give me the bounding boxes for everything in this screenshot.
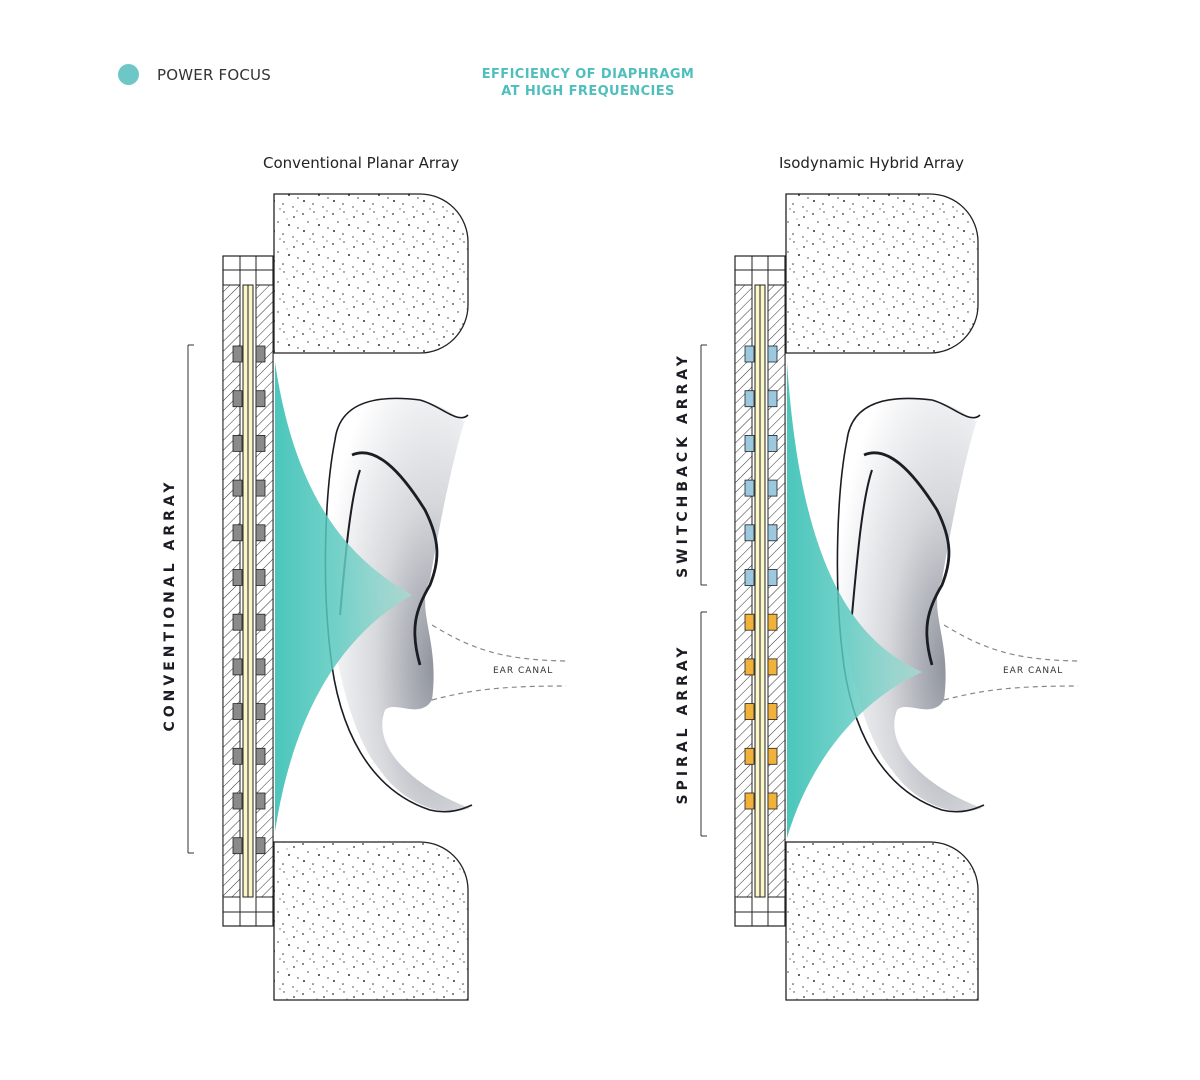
switchback-magnet	[744, 524, 755, 542]
switchback-magnet	[744, 569, 755, 586]
magnet	[255, 479, 266, 497]
magnet	[232, 837, 243, 855]
magnet	[255, 613, 266, 631]
spiral-magnet	[744, 613, 755, 631]
power-focus-beam-hybrid	[787, 362, 922, 838]
magnet	[232, 703, 243, 720]
ear-canal-upper-hybrid	[943, 624, 1079, 662]
ear-canal-label-hybrid: EAR CANAL	[1003, 666, 1063, 676]
magnet	[232, 434, 243, 452]
title-line-1: EFFICIENCY OF DIAPHRAGM	[481, 67, 695, 82]
legend: POWER FOCUS	[118, 64, 271, 85]
spiral-magnet	[744, 703, 755, 720]
magnet	[232, 390, 243, 408]
switchback-magnet	[744, 479, 755, 497]
magnet	[232, 345, 243, 363]
switchback-magnet	[767, 524, 778, 542]
magnet-row-hybrid	[744, 345, 778, 810]
ear-pad-bottom-hybrid	[785, 841, 979, 1001]
magnet	[232, 658, 243, 676]
switchback-magnet	[767, 434, 778, 452]
ear-canal-upper	[431, 624, 567, 662]
magnet	[255, 390, 266, 408]
ear-illustration-hybrid	[836, 397, 985, 813]
spiral-magnet	[767, 792, 778, 810]
switchback-magnet	[767, 569, 778, 586]
spiral-magnet	[767, 703, 778, 720]
ear-pad-top-hybrid	[785, 193, 979, 354]
ear-canal-lower	[431, 685, 567, 701]
magnet	[232, 747, 243, 765]
magnet-row-conventional	[232, 345, 266, 855]
switchback-magnet	[744, 345, 755, 363]
spiral-magnet	[744, 792, 755, 810]
spiral-magnet	[744, 658, 755, 676]
magnet	[232, 613, 243, 631]
spiral-magnet	[767, 613, 778, 631]
power-focus-swatch	[118, 64, 139, 85]
switchback-magnet	[767, 345, 778, 363]
array-label-switchback: SWITCHBACK ARRAY	[675, 352, 691, 578]
magnet	[255, 434, 266, 452]
magnet	[255, 747, 266, 765]
spiral-magnet	[744, 747, 755, 765]
magnet	[255, 345, 266, 363]
title-line-2: AT HIGH FREQUENCIES	[501, 84, 675, 99]
ear-canal-lower-hybrid	[943, 685, 1079, 701]
ear-pad-bottom	[273, 841, 469, 1001]
driver-stack	[222, 255, 274, 927]
magnet	[232, 524, 243, 542]
magnet	[232, 569, 243, 586]
magnet	[255, 569, 266, 586]
array-label-spiral: SPIRAL ARRAY	[675, 644, 691, 805]
driver-stack-hybrid	[734, 255, 786, 927]
switchback-magnet	[767, 390, 778, 408]
spiral-magnet	[767, 658, 778, 676]
panel-hybrid: EAR CANAL SWITCHBACK ARRAY SPIRAL ARRAY	[675, 193, 1079, 1001]
switchback-magnet	[744, 390, 755, 408]
switchback-magnet	[744, 434, 755, 452]
legend-label: POWER FOCUS	[157, 65, 271, 84]
magnet	[255, 703, 266, 720]
diagram-title: EFFICIENCY OF DIAPHRAGM AT HIGH FREQUENC…	[438, 66, 738, 100]
switchback-magnet	[767, 479, 778, 497]
magnet	[255, 792, 266, 810]
array-label-conventional: CONVENTIONAL ARRAY	[162, 478, 178, 731]
power-focus-beam	[275, 362, 412, 832]
magnet	[232, 792, 243, 810]
magnet	[255, 524, 266, 542]
panel-title-hybrid: Isodynamic Hybrid Array	[779, 154, 965, 172]
panel-conventional: EAR CANAL CONVENTIONAL ARRAY	[162, 193, 567, 1001]
magnet	[232, 479, 243, 497]
magnet	[255, 658, 266, 676]
panel-title-conventional: Conventional Planar Array	[263, 154, 460, 172]
ear-pad-top	[273, 193, 469, 354]
spiral-magnet	[767, 747, 778, 765]
magnet	[255, 837, 266, 855]
ear-canal-label: EAR CANAL	[493, 666, 553, 676]
